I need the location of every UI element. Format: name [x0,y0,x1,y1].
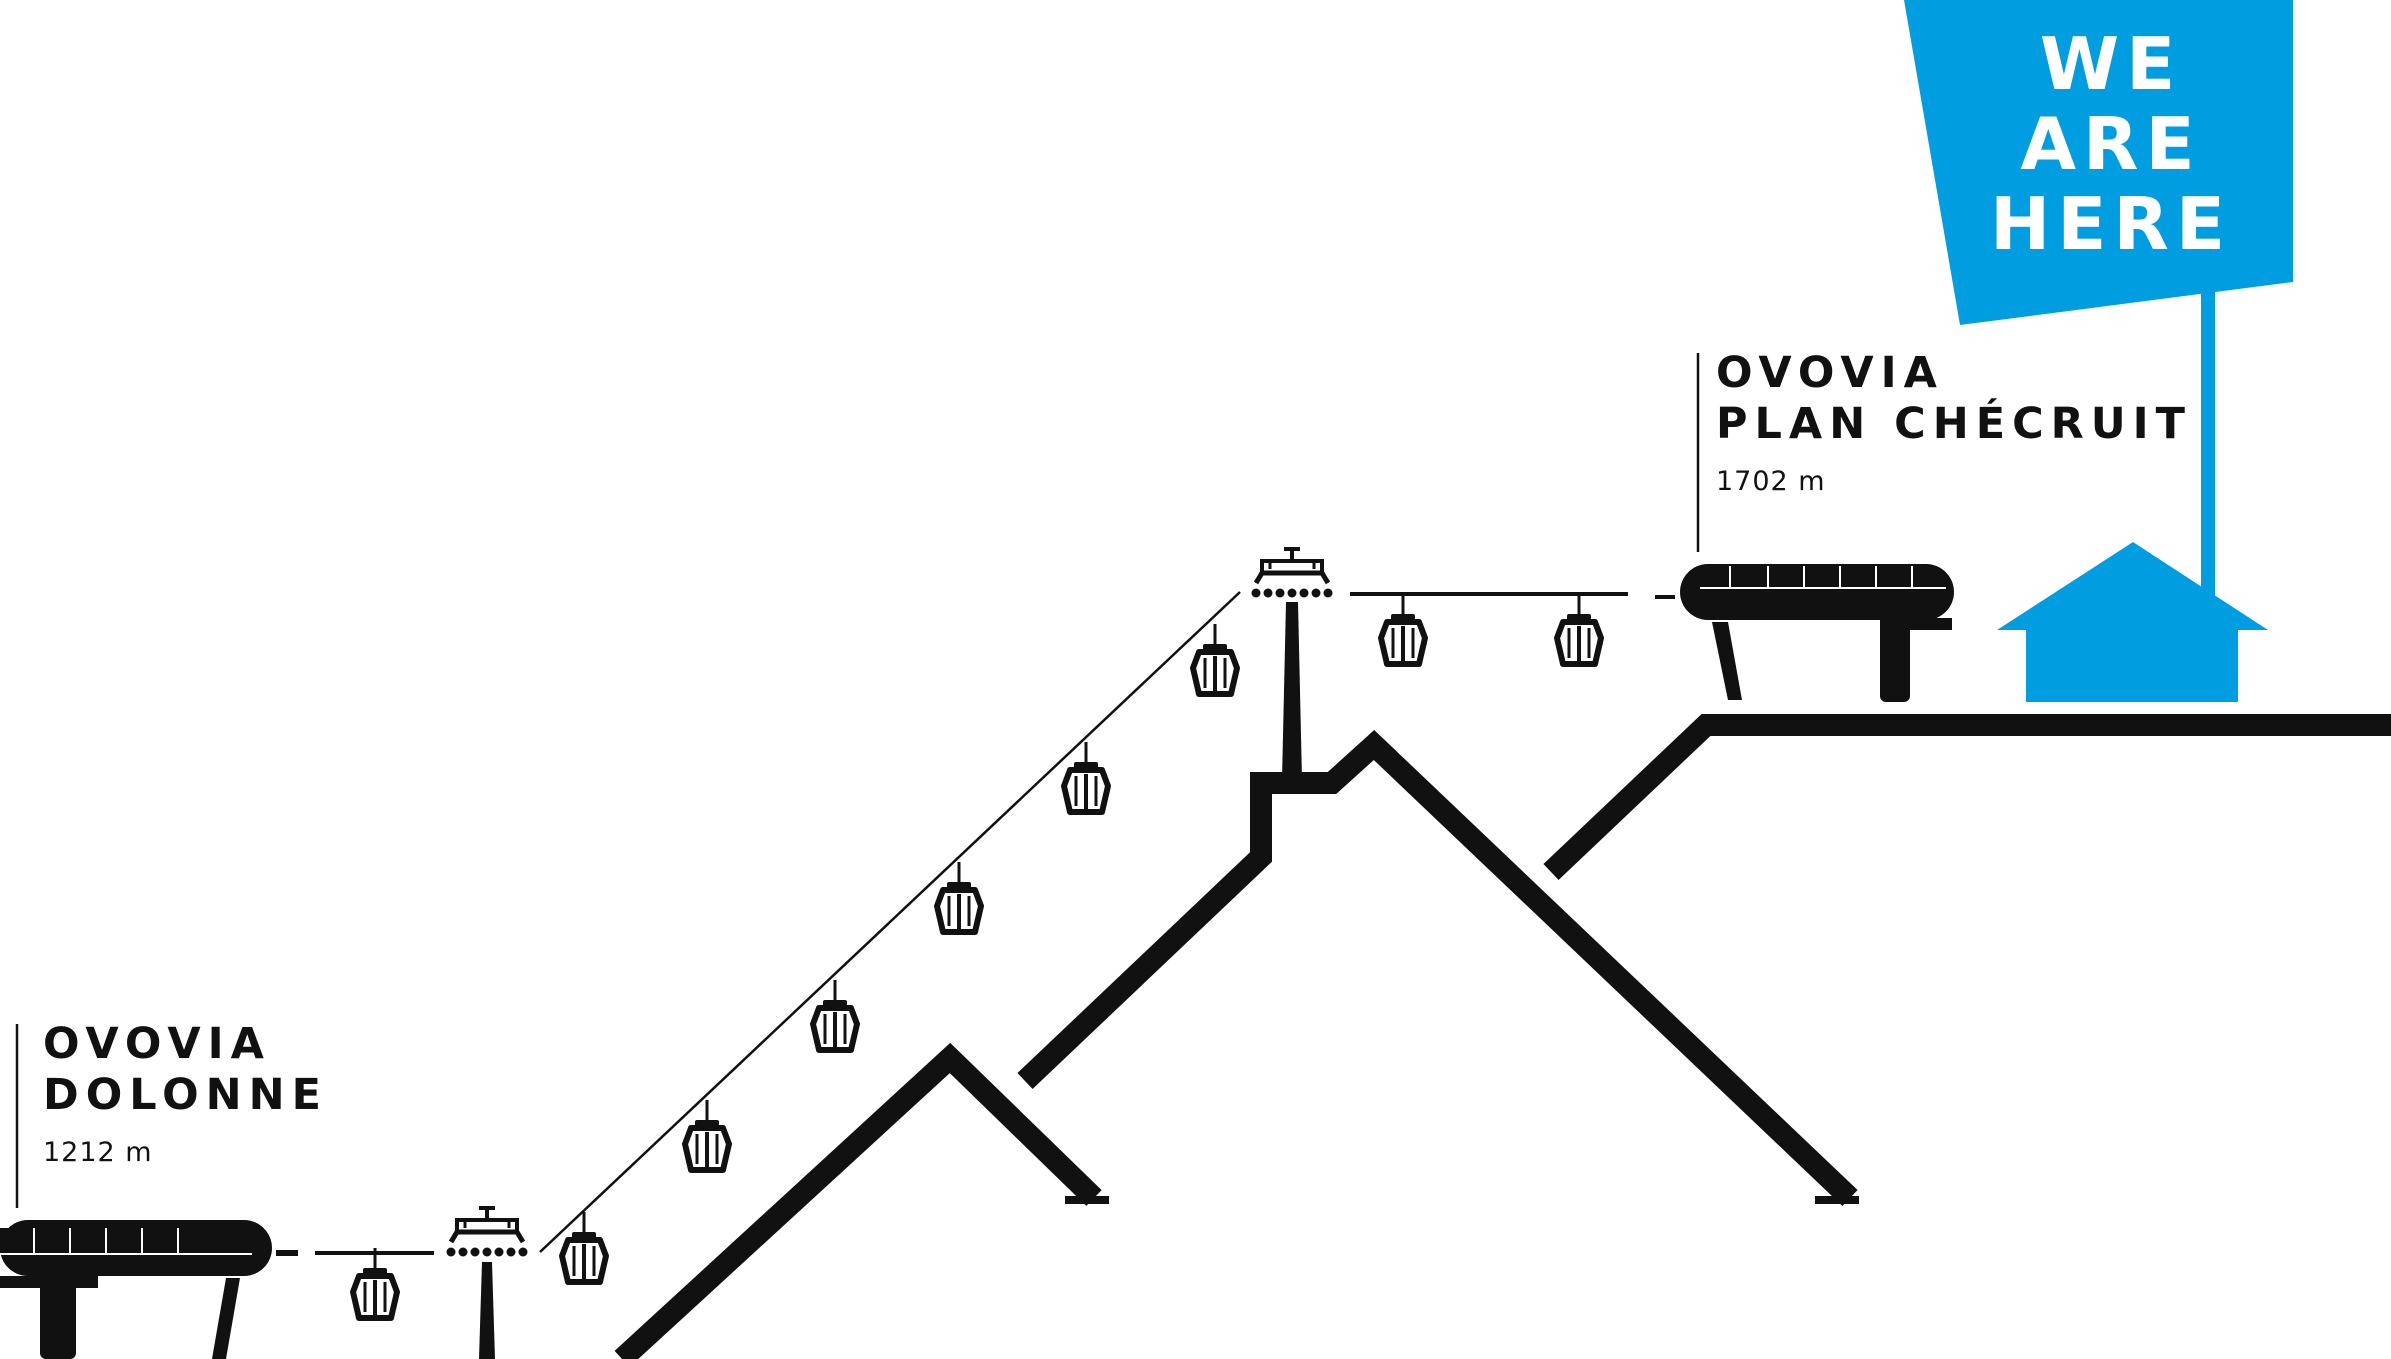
gondola-cabin-icon [353,1248,397,1318]
station-building-icon-bottom [0,1220,298,1359]
station-top-name-2: PLAN CHÉCRUIT [1716,399,2192,449]
gondola-cabin-icon [562,1212,606,1282]
mountain-small-foot [1065,1196,1109,1204]
house-icon [1997,542,2268,702]
banner-text: WE ARE HERE [1906,24,2316,264]
plateau [1543,714,2391,880]
gondola-cabin-icon [1381,594,1425,664]
cables [315,591,1675,1255]
station-bottom-name-2: DOLONNE [43,1070,329,1120]
station-building-icon-top [1680,564,1954,702]
banner-line-3: HERE [1989,182,2233,266]
station-label-top: OVOVIA PLAN CHÉCRUIT 1702 m [1716,348,2192,497]
gondola-cabins [353,594,1601,1318]
mountain-ridge-foot [1815,1196,1859,1204]
banner-line-1: WE [2039,22,2183,106]
station-bottom-altitude: 1212 m [43,1137,153,1168]
mountain-small [614,1042,1102,1359]
pylon-icon-high [1252,549,1333,780]
gondola-cabin-icon [1193,624,1237,694]
gondola-cabin-icon [813,980,857,1050]
station-bottom-name-1: OVOVIA [43,1019,271,1069]
pylon-icon-low [447,1208,528,1359]
station-top-altitude: 1702 m [1716,466,1826,497]
station-top-name-1: OVOVIA [1716,348,1944,398]
we-are-here-banner [1904,0,2293,600]
banner-line-2: ARE [2020,102,2202,186]
gondola-cabin-icon [1557,594,1601,664]
mountain-ridge [1017,729,1858,1206]
station-label-bottom: OVOVIA DOLONNE 1212 m [43,1019,328,1168]
terrain [614,714,2391,1359]
